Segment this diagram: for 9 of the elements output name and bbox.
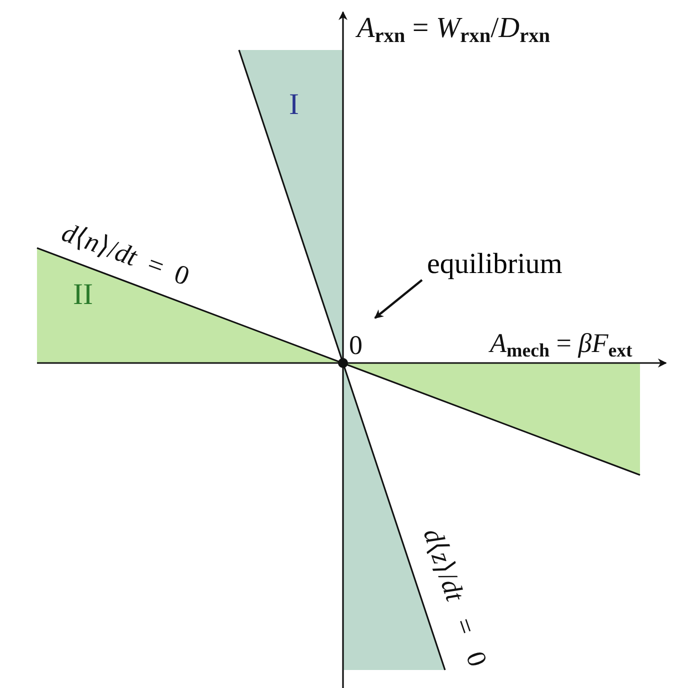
region-label: I — [289, 90, 299, 120]
arrow — [374, 279, 423, 319]
axis-label: A$_{mech}$ = βF$_{ext}$ — [490, 330, 632, 362]
region-label: II — [73, 280, 93, 310]
axis-label: A$_{rxn}$ = W$_{rxn}$/D$_{rxn}$ — [357, 14, 550, 46]
origin-label: 0 — [349, 332, 362, 359]
annotation-text: equilibrium — [427, 248, 577, 280]
origin-point — [338, 358, 348, 368]
line-label: d⟨z⟩/dt = 0 — [418, 524, 492, 670]
